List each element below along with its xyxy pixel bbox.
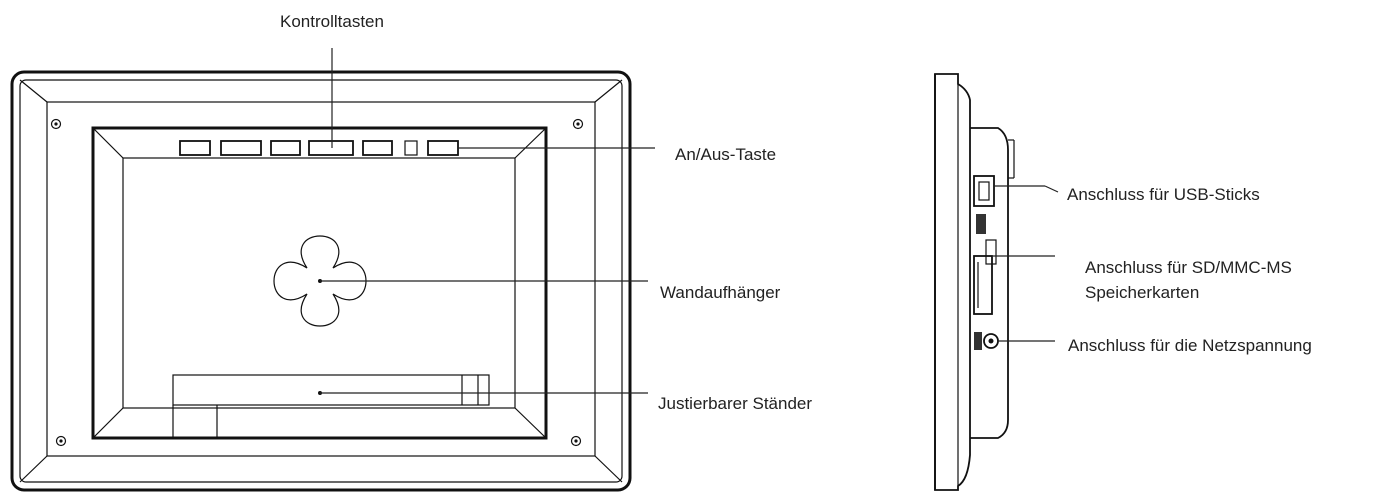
- usb-port-icon: [973, 175, 995, 207]
- label-stand: Justierbarer Ständer: [658, 394, 812, 413]
- back-view: [10, 48, 655, 492]
- screw-icon: [50, 118, 62, 130]
- control-button: [270, 140, 301, 156]
- side-profile: [934, 73, 971, 491]
- control-button: [220, 140, 262, 156]
- screw-icon: [55, 435, 67, 447]
- label-usb-port: Anschluss für USB-Sticks: [1067, 185, 1260, 204]
- label-control-buttons: Kontrolltasten: [280, 12, 384, 31]
- control-button: [427, 140, 459, 156]
- label-card-port-line1: Anschluss für SD/MMC-MS: [1085, 258, 1292, 277]
- side-view: [934, 73, 1059, 491]
- power-button: [404, 140, 418, 156]
- side-rear-body: [970, 127, 1009, 439]
- label-power-supply: Anschluss für die Netzspannung: [1068, 336, 1312, 355]
- screw-icon: [570, 435, 582, 447]
- label-card-port-line2: Speicherkarten: [1085, 283, 1199, 302]
- label-power-button: An/Aus-Taste: [675, 145, 776, 164]
- control-buttons: [179, 140, 459, 156]
- rear-housing: [91, 126, 548, 440]
- control-button: [179, 140, 211, 156]
- wall-mount-icon: [273, 235, 367, 327]
- control-button: [308, 140, 354, 156]
- frame-bevel: [46, 101, 596, 457]
- label-wall-mount: Wandaufhänger: [660, 283, 781, 302]
- control-button: [362, 140, 393, 156]
- rear-housing-inner: [122, 157, 516, 409]
- adjustable-stand: [172, 374, 490, 438]
- card-slot-icon: [973, 239, 997, 315]
- screw-icon: [572, 118, 584, 130]
- dc-jack-icon: [983, 333, 999, 349]
